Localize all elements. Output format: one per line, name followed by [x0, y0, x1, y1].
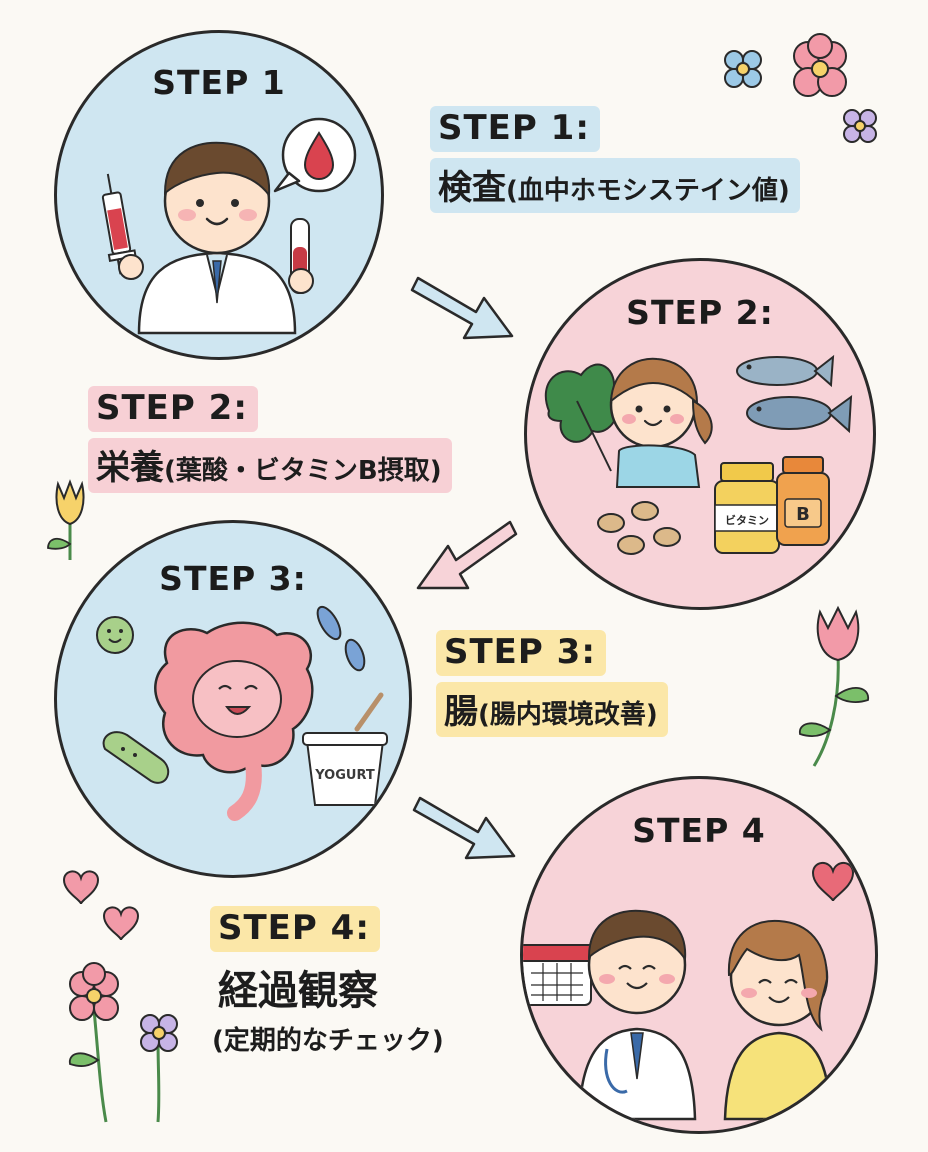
arrow-step2-to-step3 [416, 520, 518, 590]
step1-detail: (血中ホモシステイン値) [506, 176, 790, 206]
step2-circle: STEP 2: [524, 258, 876, 610]
flower-cluster-top-right [724, 33, 877, 143]
step1-circle: STEP 1 [54, 30, 384, 360]
step2-heading: 栄養 [96, 448, 164, 488]
step3-label: STEP 3: 腸(腸内環境改善) [436, 630, 668, 737]
step4-label-title: STEP 4: [210, 906, 380, 952]
step3-heading: 腸 [444, 692, 478, 732]
step4-detail: (定期的なチェック) [212, 1026, 444, 1056]
step1-circle-title: STEP 1 [152, 63, 286, 102]
step3-label-title: STEP 3: [436, 630, 606, 676]
step3-circle: STEP 3: YOGURT [54, 520, 412, 878]
step2-circle-title: STEP 2: [626, 293, 774, 332]
vitamin-bottle-label: ビタミン [725, 513, 769, 527]
step3-label-detail-box: 腸(腸内環境改善) [436, 682, 668, 737]
flowers-hearts-bottom-left [62, 870, 178, 1123]
step2-label-detail-box: 栄養(葉酸・ビタミンB摂取) [88, 438, 452, 493]
step4-heading: 経過観察 [218, 968, 378, 1014]
nutrition-foods-illustration: ビタミン B [544, 354, 853, 555]
intestine-bacteria-illustration: YOGURT [96, 605, 388, 821]
arrow-step1-to-step2 [410, 276, 514, 340]
step2-label: STEP 2: 栄養(葉酸・ビタミンB摂取) [88, 386, 452, 493]
step1-heading: 検査 [438, 168, 506, 208]
step2-label-title: STEP 2: [88, 386, 258, 432]
b-bottle-label: B [796, 504, 810, 525]
step4-label: STEP 4: 経過観察 (定期的なチェック) [210, 906, 444, 1057]
step2-detail: (葉酸・ビタミンB摂取) [164, 456, 442, 486]
doctor-patient-checkup-illustration [523, 862, 855, 1121]
yellow-tulip-left [47, 479, 85, 560]
step4-circle-title: STEP 4 [632, 811, 766, 850]
step1-label-title: STEP 1: [430, 106, 600, 152]
arrow-step3-to-step4 [412, 796, 516, 860]
step1-label-detail-box: 検査(血中ホモシステイン値) [430, 158, 800, 213]
step4-circle: STEP 4 [520, 776, 878, 1134]
step3-detail: (腸内環境改善) [478, 700, 658, 730]
step1-label: STEP 1: 検査(血中ホモシステイン値) [430, 106, 800, 213]
yogurt-label: YOGURT [314, 768, 375, 783]
doctor-with-syringe-illustration [101, 117, 357, 335]
pink-tulip-right [799, 605, 869, 767]
step3-circle-title: STEP 3: [159, 559, 307, 598]
